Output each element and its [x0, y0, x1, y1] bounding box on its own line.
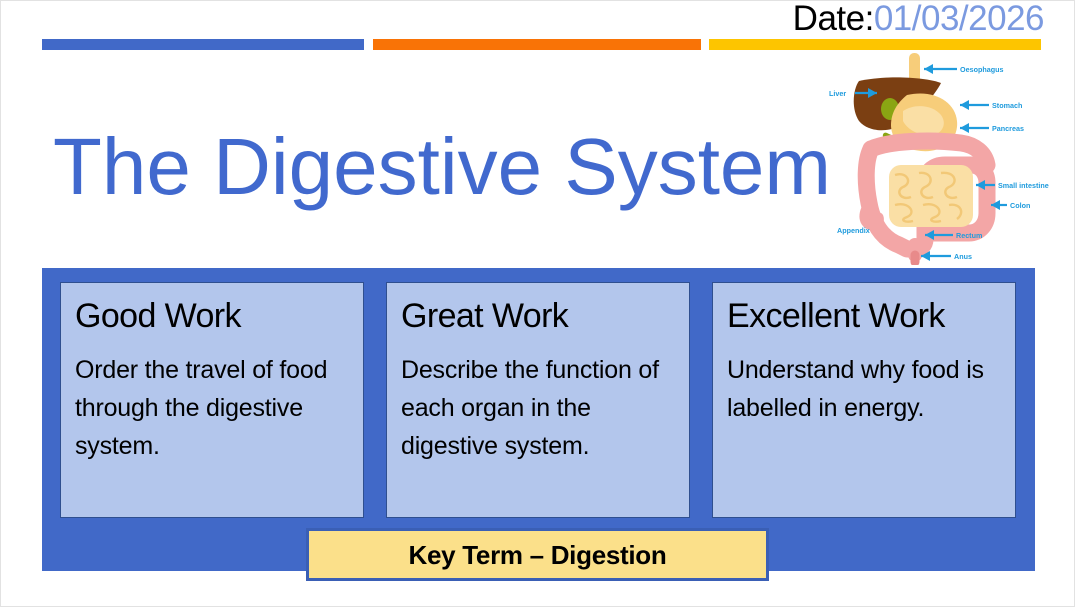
- objective-card-body: Understand why food is labelled in energ…: [727, 356, 984, 422]
- date-line: Date:01/03/2026: [792, 0, 1045, 39]
- anatomy-label-rectum: Rectum: [956, 231, 982, 240]
- objectives-card-list: Good Work Order the travel of food throu…: [60, 282, 1017, 518]
- anatomy-label-stomach: Stomach: [992, 101, 1022, 110]
- anatomy-label-oesophagus: Oesophagus: [960, 65, 1004, 74]
- objective-card-good-work: Good Work Order the travel of food throu…: [60, 282, 364, 518]
- anatomy-label-liver: Liver: [829, 89, 846, 98]
- accent-bar-orange: [373, 39, 701, 50]
- objective-card-excellent-work: Excellent Work Understand why food is la…: [712, 282, 1016, 518]
- anatomy-label-appendix: Appendix: [837, 226, 870, 235]
- objective-card-body: Describe the function of each organ in t…: [401, 356, 659, 460]
- accent-bar-yellow: [709, 39, 1041, 50]
- anatomy-label-small-intestine: Small intestine: [998, 181, 1049, 190]
- anatomy-label-colon: Colon: [1010, 201, 1030, 210]
- key-term-text: Key Term – Digestion: [408, 539, 667, 570]
- objective-card-great-work: Great Work Describe the function of each…: [386, 282, 690, 518]
- objective-card-title: Good Work: [75, 297, 242, 335]
- accent-bar-blue: [42, 39, 364, 50]
- digestive-system-diagram: Oesophagus Liver Stomach Pancreas Small …: [829, 53, 1069, 265]
- key-term-banner: Key Term – Digestion: [306, 528, 769, 581]
- date-value: 01/03/2026: [873, 0, 1045, 38]
- objective-card-title: Excellent Work: [727, 297, 945, 335]
- anatomy-label-pancreas: Pancreas: [992, 124, 1024, 133]
- objective-card-body: Order the travel of food through the dig…: [75, 356, 328, 460]
- anatomy-label-anus: Anus: [954, 252, 972, 261]
- page-title: The Digestive System: [53, 122, 832, 211]
- objectives-panel: Good Work Order the travel of food throu…: [42, 268, 1035, 571]
- objective-card-title: Great Work: [401, 297, 569, 335]
- date-label: Date:: [792, 0, 875, 38]
